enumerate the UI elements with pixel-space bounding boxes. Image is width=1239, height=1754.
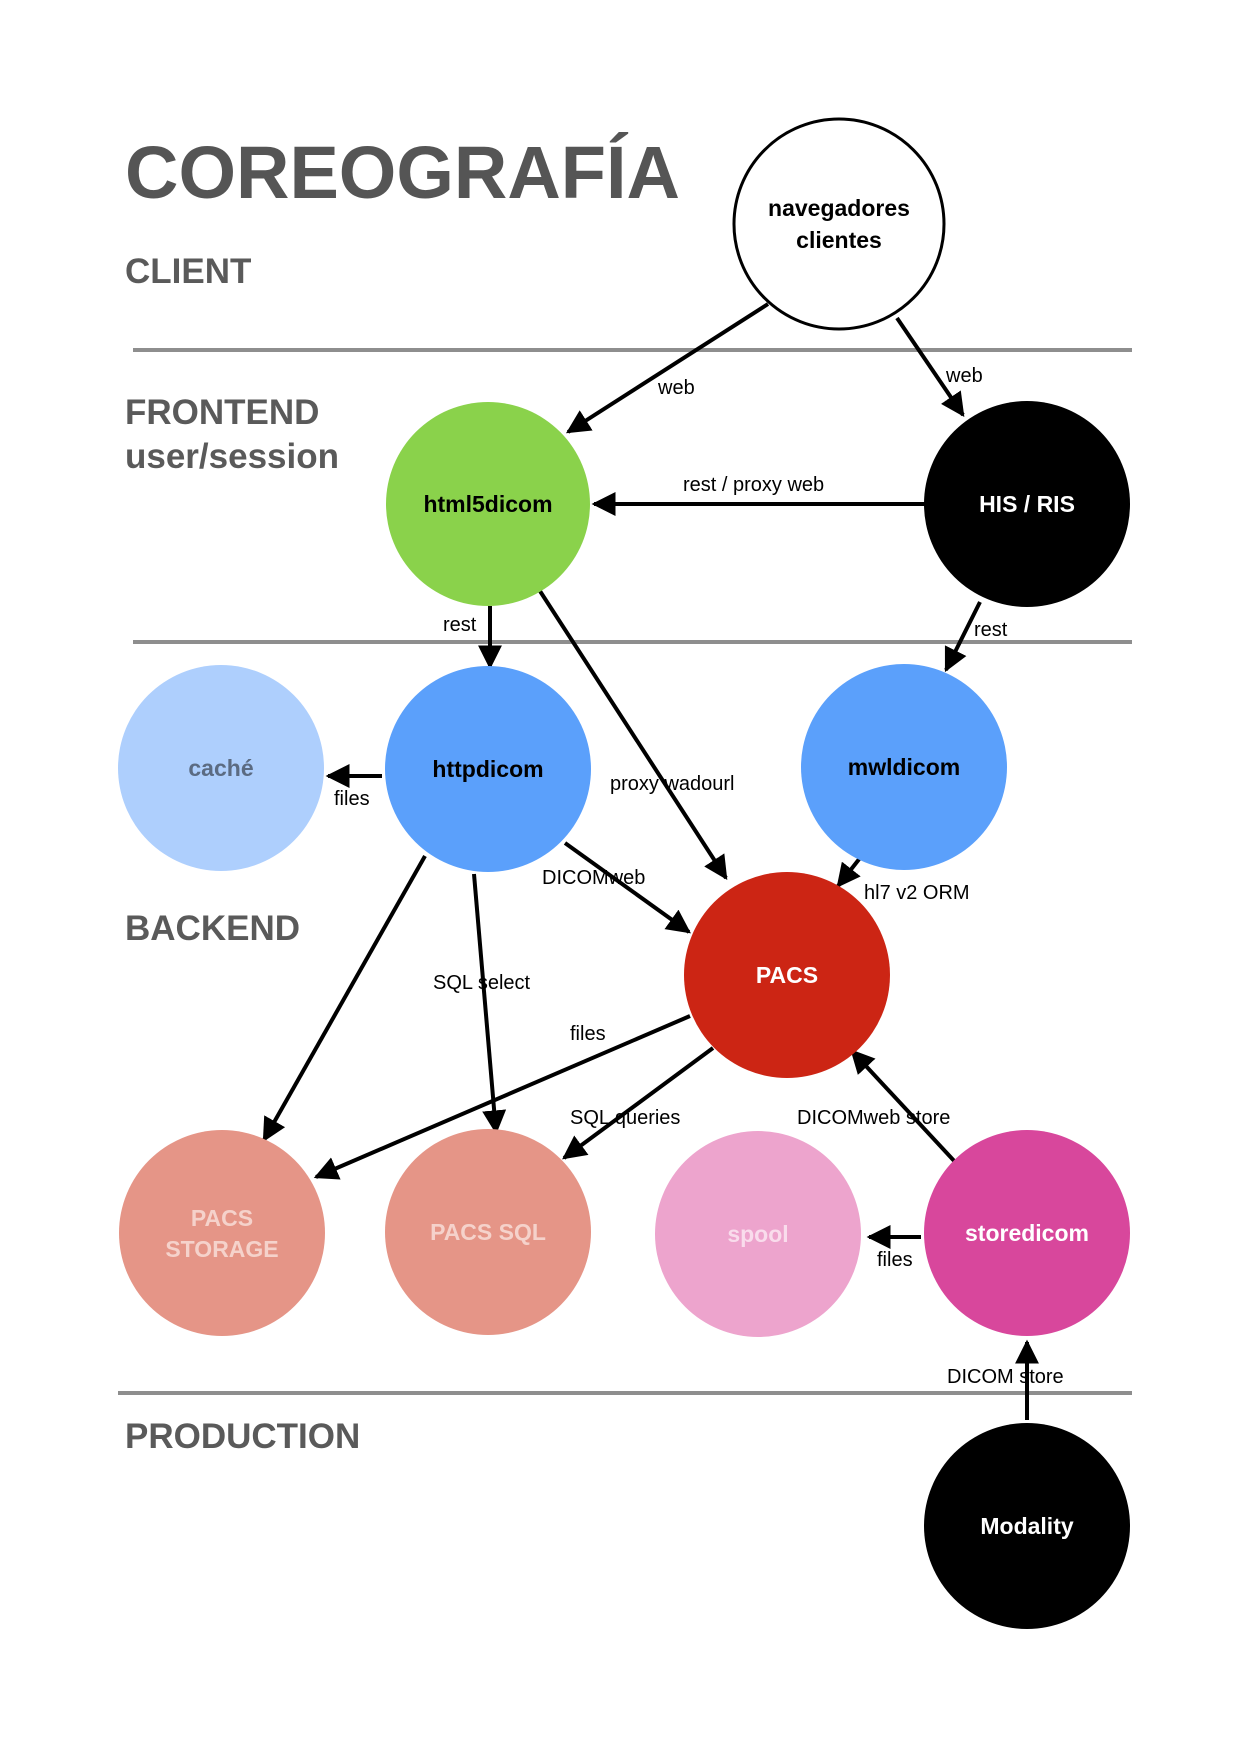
node-pacs-label: PACS bbox=[756, 962, 818, 988]
node-pacs-sql-label: PACS SQL bbox=[430, 1219, 546, 1245]
node-pacs-storage-label: PACS bbox=[191, 1205, 253, 1231]
edge-label-sql-queries: SQL queries bbox=[570, 1107, 680, 1129]
section-frontend-sublabel: user/session bbox=[125, 437, 339, 476]
node-cache: caché bbox=[118, 665, 324, 871]
node-cache-label: caché bbox=[188, 755, 253, 781]
section-backend-label: BACKEND bbox=[125, 909, 300, 948]
edge-pacs-pacs-sql bbox=[562, 1046, 715, 1160]
edge-html5dicom-pacs bbox=[536, 586, 728, 881]
node-modality-label: Modality bbox=[980, 1513, 1073, 1539]
edge-label-sql-select: SQL select bbox=[433, 972, 531, 994]
section-frontend-label: FRONTEND bbox=[125, 393, 319, 432]
node-pacs-sql: PACS SQL bbox=[385, 1129, 591, 1335]
node-storedicom: storedicom bbox=[924, 1130, 1130, 1336]
node-spool-label: spool bbox=[727, 1221, 788, 1247]
edge-navegadores-his-ris bbox=[895, 316, 965, 417]
edge-label-dicomweb-store: DICOMweb store bbox=[797, 1107, 950, 1129]
node-storedicom-label: storedicom bbox=[965, 1220, 1089, 1246]
node-mwldicom-label: mwldicom bbox=[848, 754, 960, 780]
edge-label-dicomweb: DICOMweb bbox=[542, 867, 645, 889]
node-navegadores: navegadores clientes bbox=[732, 117, 946, 331]
section-client-label: CLIENT bbox=[125, 252, 251, 291]
edge-navegadores-html5dicom bbox=[565, 302, 770, 434]
node-html5dicom-label: html5dicom bbox=[423, 491, 552, 517]
edge-label-files-pacs: files bbox=[570, 1023, 606, 1045]
node-modality: Modality bbox=[924, 1423, 1130, 1629]
node-navegadores-label: navegadores bbox=[768, 195, 910, 221]
edge-pacs-pacs-storage bbox=[313, 1014, 691, 1180]
edge-label-files-spool: files bbox=[877, 1249, 913, 1271]
edge-httpdicom-pacs-storage bbox=[262, 855, 427, 1143]
edge-label-rest-his-ris: rest bbox=[974, 619, 1008, 641]
node-spool: spool bbox=[655, 1131, 861, 1337]
node-httpdicom: httpdicom bbox=[385, 666, 591, 872]
node-pacs: PACS bbox=[684, 872, 890, 1078]
edge-label-web-left: web bbox=[657, 377, 695, 399]
node-his-ris: HIS / RIS bbox=[924, 401, 1130, 607]
edge-mwldicom-pacs bbox=[836, 856, 862, 888]
node-navegadores-sublabel: clientes bbox=[796, 227, 882, 253]
node-html5dicom: html5dicom bbox=[386, 402, 590, 606]
node-pacs-storage: PACS STORAGE bbox=[119, 1130, 325, 1336]
edge-httpdicom-pacs bbox=[563, 841, 691, 934]
edge-label-proxy-wadourl: proxy wadourl bbox=[610, 773, 735, 795]
edge-httpdicom-pacs-sql bbox=[472, 873, 507, 1135]
node-his-ris-label: HIS / RIS bbox=[979, 491, 1075, 517]
page-title: COREOGRAFÍA bbox=[125, 131, 680, 214]
edge-label-files-cache: files bbox=[334, 788, 370, 810]
node-httpdicom-label: httpdicom bbox=[432, 756, 543, 782]
node-mwldicom: mwldicom bbox=[801, 664, 1007, 870]
edge-label-rest-proxy-web: rest / proxy web bbox=[683, 474, 824, 496]
edge-label-dicom-store: DICOM store bbox=[947, 1366, 1064, 1388]
edge-label-web-right: web bbox=[945, 365, 983, 387]
edge-his-ris-mwldicom bbox=[944, 601, 982, 673]
section-production-label: PRODUCTION bbox=[125, 1417, 360, 1456]
edges bbox=[262, 302, 1039, 1420]
edge-label-hl7-orm: hl7 v2 ORM bbox=[864, 882, 970, 904]
edge-storedicom-pacs bbox=[850, 1049, 959, 1166]
node-pacs-storage-sublabel: STORAGE bbox=[165, 1236, 278, 1262]
edge-label-rest-html5dicom: rest bbox=[443, 614, 477, 636]
